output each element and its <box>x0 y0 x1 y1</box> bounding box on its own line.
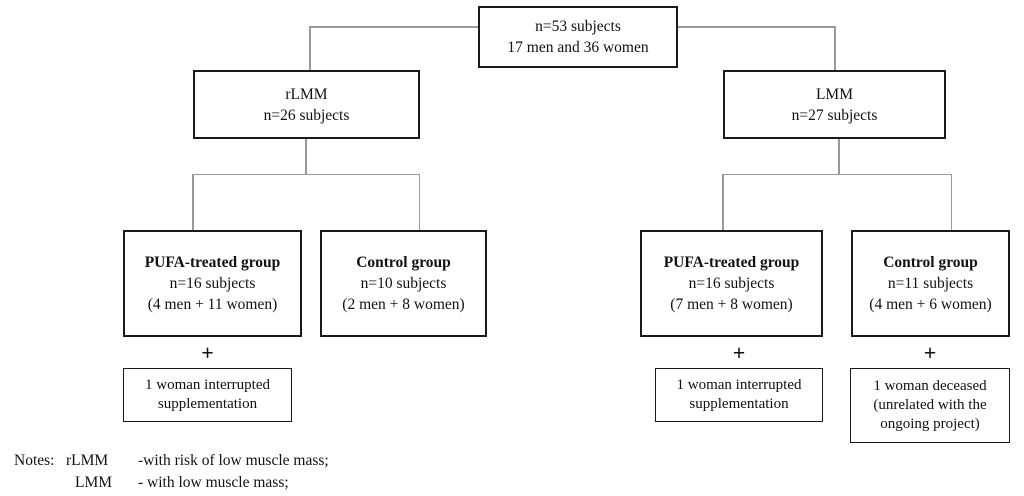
connector-root-to-lmm-vertical <box>834 26 836 71</box>
notes-definition-lmm: - with low muscle mass; <box>138 474 289 491</box>
lmm-control-dropout-line2: (unrelated with the <box>873 397 987 413</box>
lmm-control-group-gender-split: (4 men + 6 women) <box>869 296 992 313</box>
rlmm-pufa-group-title: PUFA-treated group <box>144 254 281 271</box>
lmm-control-dropout-line3: ongoing project) <box>880 416 980 432</box>
rlmm-pufa-group-gender-split: (4 men + 11 women) <box>147 296 278 313</box>
total-subjects-box: n=53 subjects 17 men and 36 women <box>478 6 678 68</box>
connector-lmm-split-horizontal <box>722 173 952 175</box>
total-subjects-gender-split: 17 men and 36 women <box>507 39 649 56</box>
lmm-control-group-box: Control group n=11 subjects (4 men + 6 w… <box>851 230 1010 337</box>
lmm-pufa-group-title: PUFA-treated group <box>663 254 800 271</box>
connector-rlmm-drop <box>305 139 307 175</box>
lmm-pufa-dropout-box: 1 woman interrupted supplementation <box>655 368 823 422</box>
lmm-control-group-title: Control group <box>883 254 978 271</box>
rlmm-control-group-gender-split: (2 men + 8 women) <box>342 296 465 313</box>
total-subjects-count: n=53 subjects <box>535 18 621 35</box>
lmm-control-group-count: n=11 subjects <box>887 275 974 292</box>
connector-rlmm-to-control <box>418 173 420 231</box>
lmm-pufa-group-gender-split: (7 men + 8 women) <box>670 296 793 313</box>
lmm-pufa-dropout-line1: 1 woman interrupted <box>676 377 802 393</box>
lmm-pufa-group-box: PUFA-treated group n=16 subjects (7 men … <box>640 230 823 337</box>
connector-lmm-drop <box>838 139 840 175</box>
rlmm-pufa-dropout-line1: 1 woman interrupted <box>145 377 270 393</box>
plus-icon: + <box>732 340 746 365</box>
notes-label: Notes: <box>14 452 55 469</box>
plus-icon: + <box>923 340 937 365</box>
lmm-pufa-group-count: n=16 subjects <box>688 275 775 292</box>
notes-term-rlmm: rLMM <box>66 452 109 469</box>
connector-root-to-rlmm-horizontal <box>310 26 478 28</box>
connector-root-to-rlmm-vertical <box>309 26 311 71</box>
notes-term-lmm: LMM <box>75 474 113 491</box>
lmm-label: LMM <box>815 85 854 103</box>
connector-lmm-to-control <box>950 173 952 231</box>
rlmm-control-group-title: Control group <box>356 254 451 271</box>
rlmm-pufa-group-box: PUFA-treated group n=16 subjects (4 men … <box>123 230 302 337</box>
connector-root-to-lmm-horizontal <box>678 26 835 28</box>
rlmm-pufa-group-count: n=16 subjects <box>169 275 256 292</box>
lmm-pufa-dropout-line2: supplementation <box>689 396 789 412</box>
connector-rlmm-split-horizontal <box>192 173 420 175</box>
connector-lmm-to-pufa <box>722 173 724 231</box>
rlmm-count: n=26 subjects <box>263 106 350 124</box>
lmm-control-dropout-box: 1 woman deceased (unrelated with the ong… <box>850 368 1010 443</box>
rlmm-label: rLMM <box>285 85 328 103</box>
rlmm-control-group-box: Control group n=10 subjects (2 men + 8 w… <box>320 230 487 337</box>
rlmm-box: rLMM n=26 subjects <box>193 70 420 139</box>
lmm-count: n=27 subjects <box>791 106 878 124</box>
rlmm-pufa-dropout-box: 1 woman interrupted supplementation <box>123 368 292 422</box>
connector-rlmm-to-pufa <box>192 173 194 231</box>
rlmm-pufa-dropout-line2: supplementation <box>157 396 258 412</box>
plus-icon: + <box>201 340 214 365</box>
lmm-box: LMM n=27 subjects <box>723 70 946 139</box>
notes-definition-rlmm: -with risk of low muscle mass; <box>138 452 329 469</box>
rlmm-control-group-count: n=10 subjects <box>360 275 447 292</box>
lmm-control-dropout-line1: 1 woman deceased <box>873 378 987 394</box>
